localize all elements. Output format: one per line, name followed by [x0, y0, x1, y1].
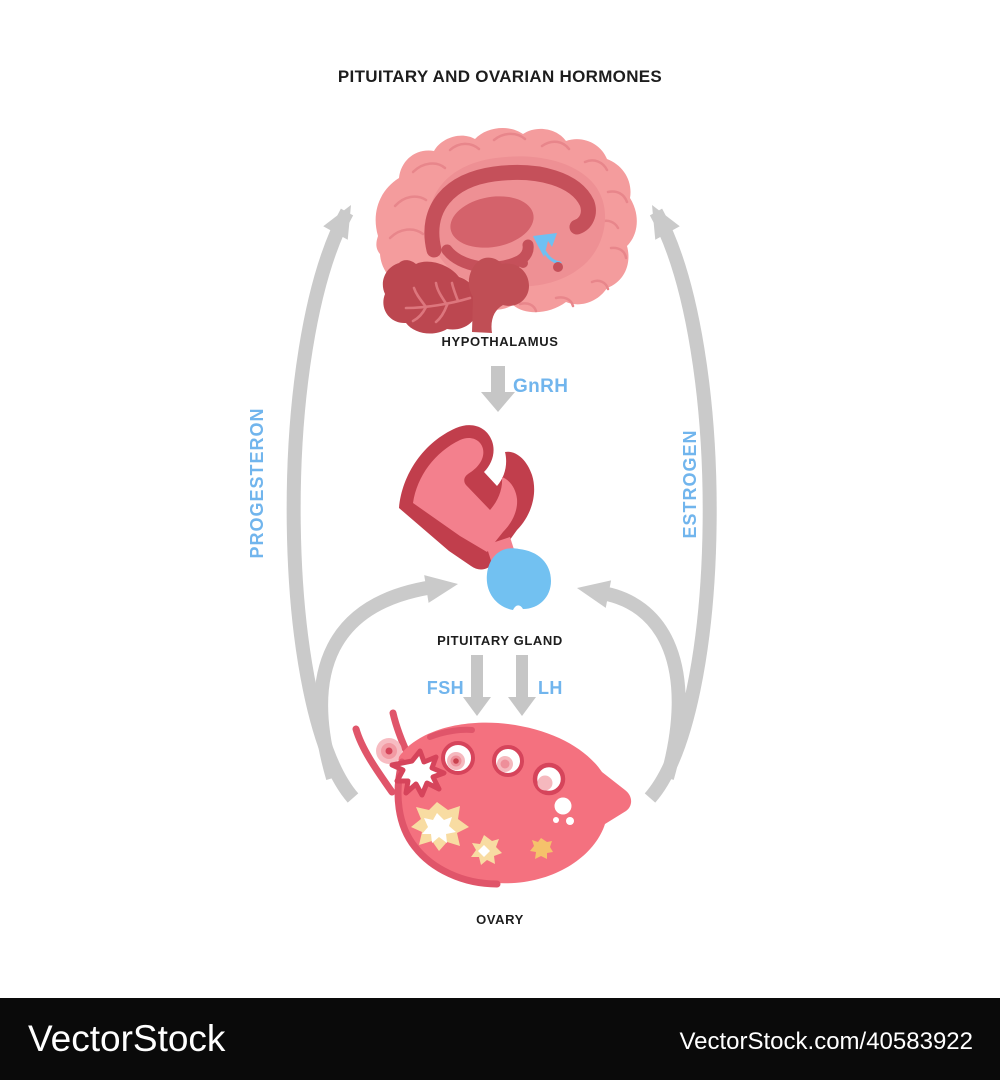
ovary-top-accent: [427, 726, 475, 740]
pituitary-label: PITUITARY GLAND: [437, 633, 563, 648]
page-title: PITUITARY AND OVARIAN HORMONES: [338, 67, 662, 86]
corpus-albicans: [530, 838, 553, 859]
pituitary-stalk-dot: [553, 262, 563, 272]
brain-illustration: [375, 127, 637, 334]
vectorstock-logo: VectorStock: [28, 1018, 226, 1059]
cerebellum: [382, 260, 479, 334]
pituitary-gland-body: [486, 548, 551, 610]
ovary-to-pituitary-right-curve: [594, 585, 686, 780]
follicle: [441, 741, 475, 775]
estrogen-arrowhead-icon: [652, 205, 680, 240]
ovulation-burst: [389, 748, 447, 798]
lh-arrow-icon: [508, 655, 536, 716]
corpus-callosum: [424, 164, 596, 258]
thalamus: [450, 196, 534, 248]
watermark-bar: VectorStock VectorStock.com/40583922: [0, 998, 1000, 1080]
small-follicle-dot: [566, 817, 574, 825]
fsh-arrow-icon: [463, 655, 491, 716]
lh-label: LH: [538, 678, 563, 698]
hypothalamus-region: [533, 233, 557, 257]
ovary-illustration: [352, 709, 632, 888]
ovary-label: OVARY: [476, 912, 524, 927]
gnrh-arrow-icon: [481, 366, 515, 412]
estrogen-label: ESTROGEN: [680, 429, 700, 538]
infundibulum-inner: [413, 438, 518, 552]
small-follicle-dot: [553, 817, 559, 823]
mammillary-body: [518, 258, 528, 268]
watermark-background: [0, 998, 1000, 1080]
cerebellum-veins: [404, 281, 472, 324]
cerebrum-gyri: [388, 132, 629, 313]
released-ovum-core: [385, 747, 393, 755]
vectorstock-credit: VectorStock.com/40583922: [679, 1028, 973, 1055]
fimbria-strand: [352, 725, 396, 796]
ovary-to-pituitary-left-curve: [314, 579, 441, 780]
ovary-left-edge: [394, 758, 501, 888]
follicle: [532, 762, 566, 796]
ovary-to-pituitary-right-arrowhead-icon: [577, 580, 612, 608]
corpus-luteum: [411, 802, 469, 851]
small-follicle-dot: [554, 797, 572, 815]
progesterone-label: PROGESTERON: [247, 407, 267, 558]
progesterone-arrowhead-icon: [323, 205, 351, 240]
feedback-arrows: [286, 205, 717, 803]
hypothalamus-label: HYPOTHALAMUS: [442, 334, 559, 349]
pituitary-illustration: [399, 425, 551, 610]
gnrh-label: GnRH: [513, 376, 568, 397]
ovary-to-pituitary-left-arrowhead-icon: [424, 575, 458, 603]
brainstem: [468, 257, 529, 333]
follicle: [492, 745, 524, 777]
fsh-label: FSH: [427, 678, 464, 698]
corpus-luteum: [471, 835, 502, 865]
